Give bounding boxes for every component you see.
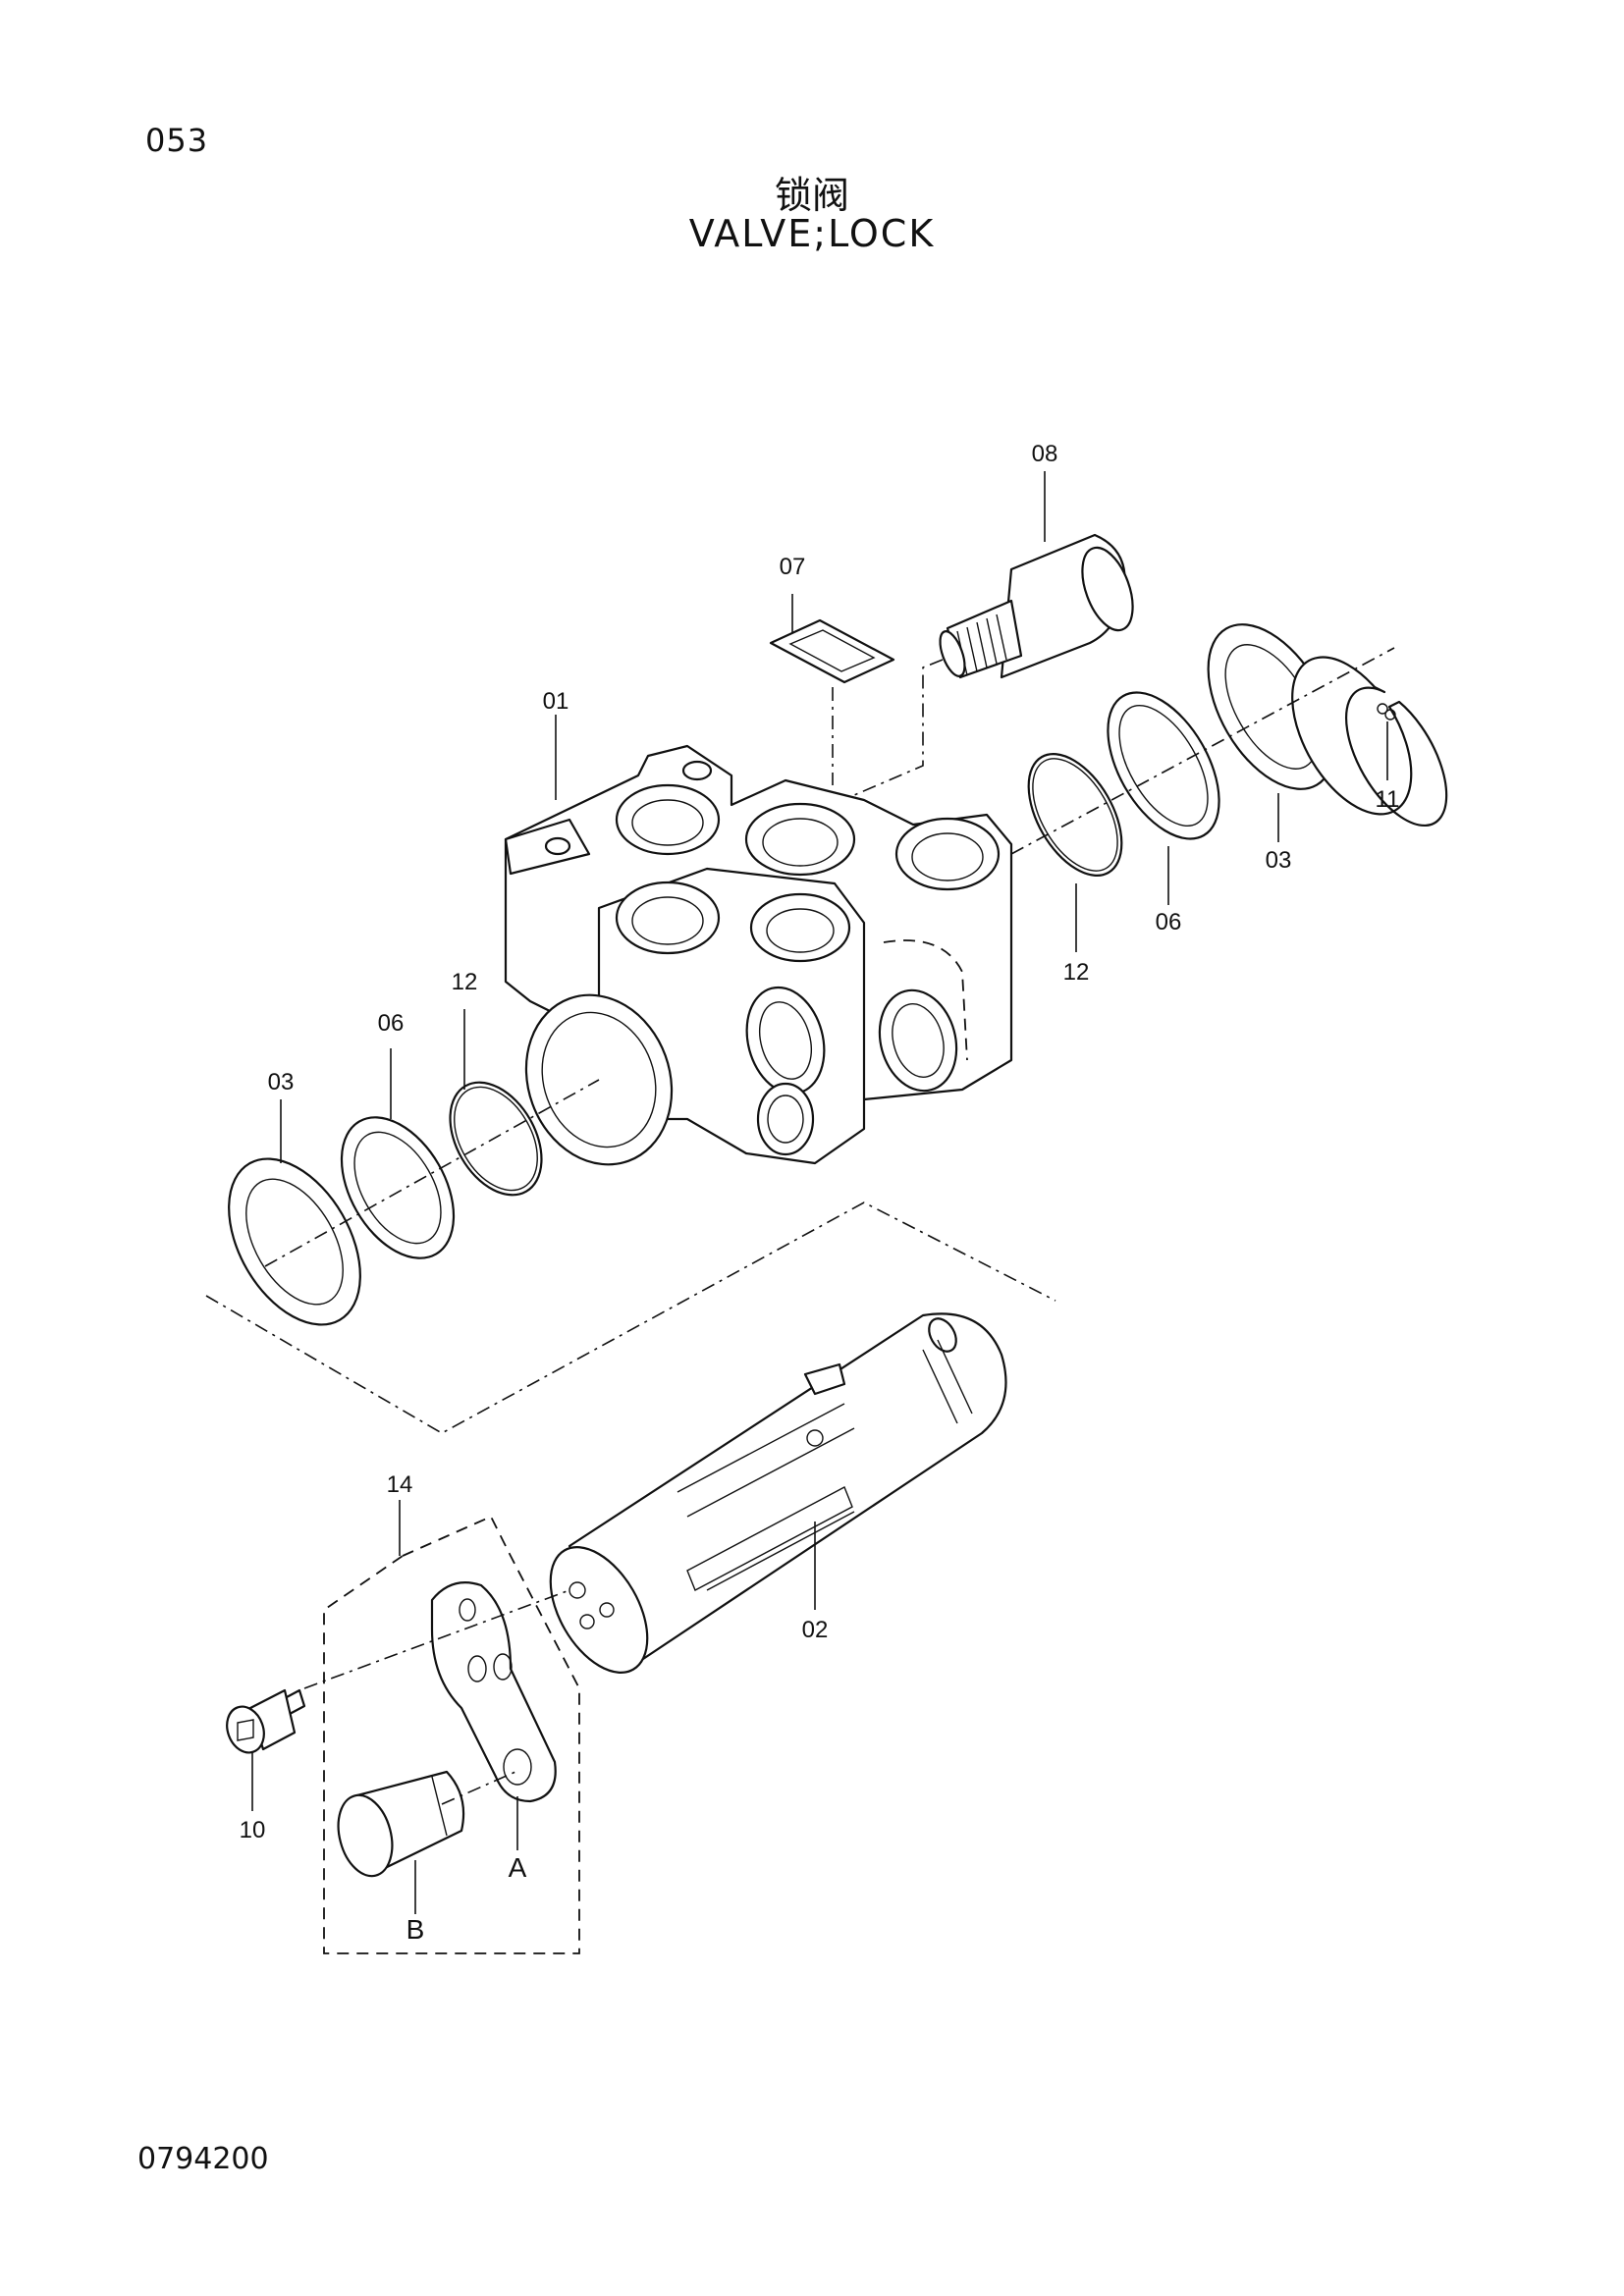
callout-12-left: 12 [452, 969, 478, 995]
part-03-washer-left [228, 1157, 361, 1326]
callout-06-right: 06 [1156, 909, 1182, 935]
callout-14: 14 [387, 1471, 413, 1498]
callout-B: B [406, 1914, 425, 1945]
callout-03-right: 03 [1266, 847, 1292, 874]
part-02-spool [549, 1312, 1007, 1674]
part-10-screw [226, 1688, 306, 1754]
callout-06-left: 06 [378, 1010, 405, 1037]
part-01-valve-body [504, 744, 1013, 1166]
part-A-plate [430, 1581, 557, 1803]
part-11-snap-ring [1291, 656, 1448, 828]
part-06-ring-left [340, 1116, 456, 1259]
part-B-pin [337, 1770, 465, 1878]
callout-11: 11 [1376, 786, 1400, 813]
page-number: 053 [145, 122, 209, 159]
callout-A: A [509, 1852, 527, 1883]
part-06-ring-right [1107, 691, 1220, 840]
callout-02: 02 [802, 1617, 829, 1643]
document-code: 0794200 [137, 2142, 269, 2176]
callout-07: 07 [780, 554, 806, 580]
callout-08: 08 [1032, 441, 1058, 467]
title-english: VALVE;LOCK [688, 212, 936, 255]
part-12-oring-left [449, 1081, 543, 1197]
part-07-gasket [769, 618, 895, 684]
callout-10: 10 [240, 1817, 266, 1843]
title-chinese: 锁阀 [774, 174, 849, 217]
callout-03-left: 03 [268, 1069, 295, 1095]
callout-12-right: 12 [1063, 959, 1090, 986]
part-12-oring-right [1027, 753, 1123, 877]
callout-01: 01 [543, 688, 569, 715]
part-08-bolt [939, 533, 1134, 679]
